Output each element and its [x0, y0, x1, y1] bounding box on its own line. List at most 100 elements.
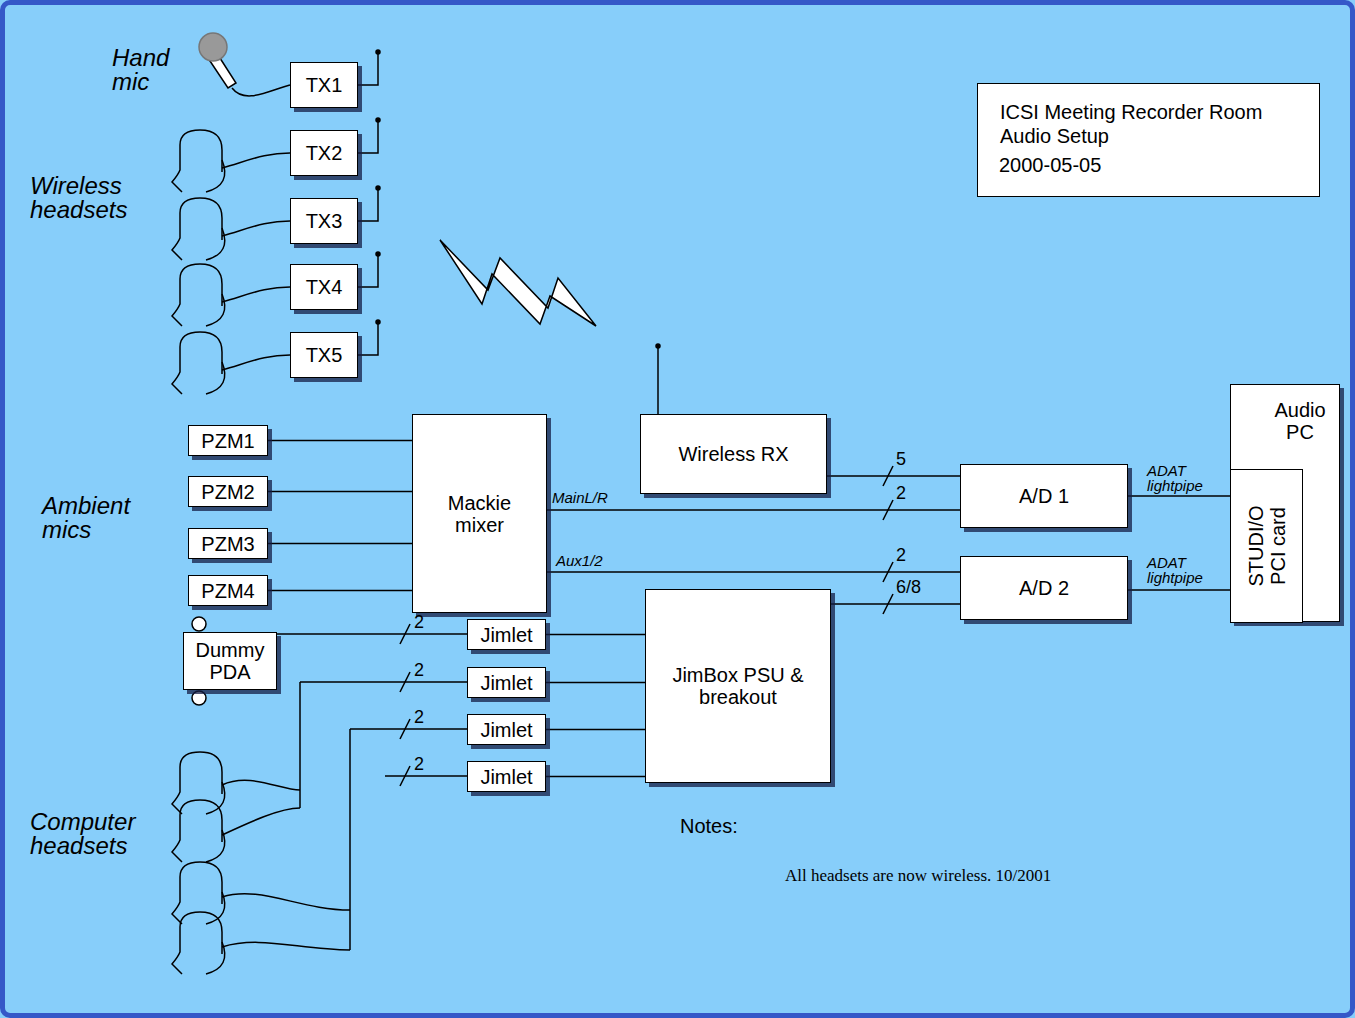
headset-head [172, 264, 222, 326]
group-label: Ambient mics [42, 494, 162, 542]
box-label: TX1 [306, 74, 343, 96]
box-label: Jimlet [480, 672, 532, 694]
signal-line [268, 590, 412, 592]
headset-wire [300, 682, 467, 808]
signal-line [547, 571, 960, 573]
box-label: Mackie mixer [440, 492, 520, 536]
signal-name: ADAT lightpipe [1147, 463, 1219, 493]
signal-line [268, 440, 412, 442]
headset-head [172, 912, 222, 974]
box-label: A/D 2 [1019, 577, 1069, 599]
headset-wire [222, 894, 350, 950]
computer-box: Audio PC STUDI/O PCI card [1230, 384, 1340, 622]
device-box: PZM1 [188, 425, 268, 456]
box-label: TX2 [306, 142, 343, 164]
bus-width: 2 [414, 660, 424, 680]
signal-line [1128, 495, 1230, 497]
group-label: Wireless headsets [30, 174, 150, 222]
pda-mic [192, 617, 206, 631]
antenna-tip [376, 118, 380, 122]
device-box: Jimlet [467, 761, 546, 792]
bus-width: 2 [414, 754, 424, 774]
note-text: All headsets are now wireless. 10/2001 [785, 866, 1051, 886]
signal-line [546, 634, 645, 636]
device-box: PZM4 [188, 575, 268, 606]
device-box: Jimlet [467, 619, 546, 650]
device-box: Mackie mixer [412, 414, 547, 613]
bus-slash [400, 719, 410, 739]
bus-width: 5 [896, 449, 906, 469]
box-label: Jimlet [480, 719, 532, 741]
headset-boom [206, 160, 225, 192]
device-box: Dummy PDA [183, 632, 277, 690]
device-box: TX3 [290, 198, 358, 244]
device-box: TX5 [290, 332, 358, 378]
box-label: Dummy PDA [190, 639, 270, 683]
bus-slash [400, 766, 410, 786]
signal-line [831, 603, 960, 605]
headset-wire [222, 780, 300, 835]
mic-cable [232, 85, 290, 96]
headset-head [172, 198, 222, 260]
headset-wire [350, 729, 467, 950]
box-label: PZM3 [201, 533, 254, 555]
bus-width: 2 [414, 707, 424, 727]
headset-head [172, 752, 222, 814]
diagram-title: ICSI Meeting Recorder Room Audio Setup [1000, 100, 1305, 148]
signal-line [546, 682, 645, 684]
box-label: PZM4 [201, 580, 254, 602]
box-label: PZM1 [201, 430, 254, 452]
headset-boom [206, 228, 225, 260]
signal-name: Aux1/2 [556, 553, 603, 568]
signal-line [268, 543, 412, 545]
antenna-tip [376, 50, 380, 54]
headset-boom [206, 294, 225, 326]
headset-cable [222, 153, 290, 168]
box-label: Jimlet [480, 624, 532, 646]
antenna-tip [656, 344, 660, 348]
card-box: STUDI/O PCI card [1230, 469, 1303, 623]
signal-line [546, 729, 645, 731]
headset-head [172, 130, 222, 192]
device-box: Wireless RX [640, 414, 827, 494]
bus-width: 2 [896, 545, 906, 565]
box-label: Jimlet [480, 766, 532, 788]
tx-antenna [358, 122, 378, 153]
signal-line [547, 509, 960, 511]
box-label: Audio PC [1270, 399, 1330, 443]
group-label: Hand mic [112, 46, 182, 94]
box-label: PZM2 [201, 481, 254, 503]
signal-line [277, 633, 467, 635]
tx-antenna [358, 256, 378, 287]
box-label: TX4 [306, 276, 343, 298]
device-box: TX4 [290, 264, 358, 310]
headset-boom [206, 830, 225, 862]
signal-name: MainL/R [552, 490, 608, 505]
box-label: STUDI/O PCI card [1245, 496, 1289, 596]
antenna-tip [376, 320, 380, 324]
signal-name: ADAT lightpipe [1147, 555, 1219, 585]
bus-slash [400, 672, 410, 692]
device-box: PZM2 [188, 476, 268, 507]
spare-wire [385, 775, 467, 777]
signal-line [546, 776, 645, 778]
headset-boom [206, 362, 225, 394]
box-label: A/D 1 [1019, 485, 1069, 507]
bus-width: 2 [414, 612, 424, 632]
signal-line [268, 491, 412, 493]
box-label: Wireless RX [678, 443, 788, 465]
tx-antenna [358, 190, 378, 221]
tx-antenna [358, 54, 378, 85]
signal-line [1128, 589, 1230, 591]
headset-boom [206, 942, 225, 974]
device-box: TX2 [290, 130, 358, 176]
device-box: A/D 1 [960, 464, 1128, 528]
antenna-tip [376, 252, 380, 256]
tx-antenna [358, 324, 378, 355]
notes-heading: Notes: [680, 815, 738, 837]
mic-head [199, 33, 227, 61]
device-box: A/D 2 [960, 556, 1128, 620]
antenna-tip [376, 186, 380, 190]
device-box: Jimlet [467, 714, 546, 745]
group-label: Computer headsets [30, 810, 160, 858]
